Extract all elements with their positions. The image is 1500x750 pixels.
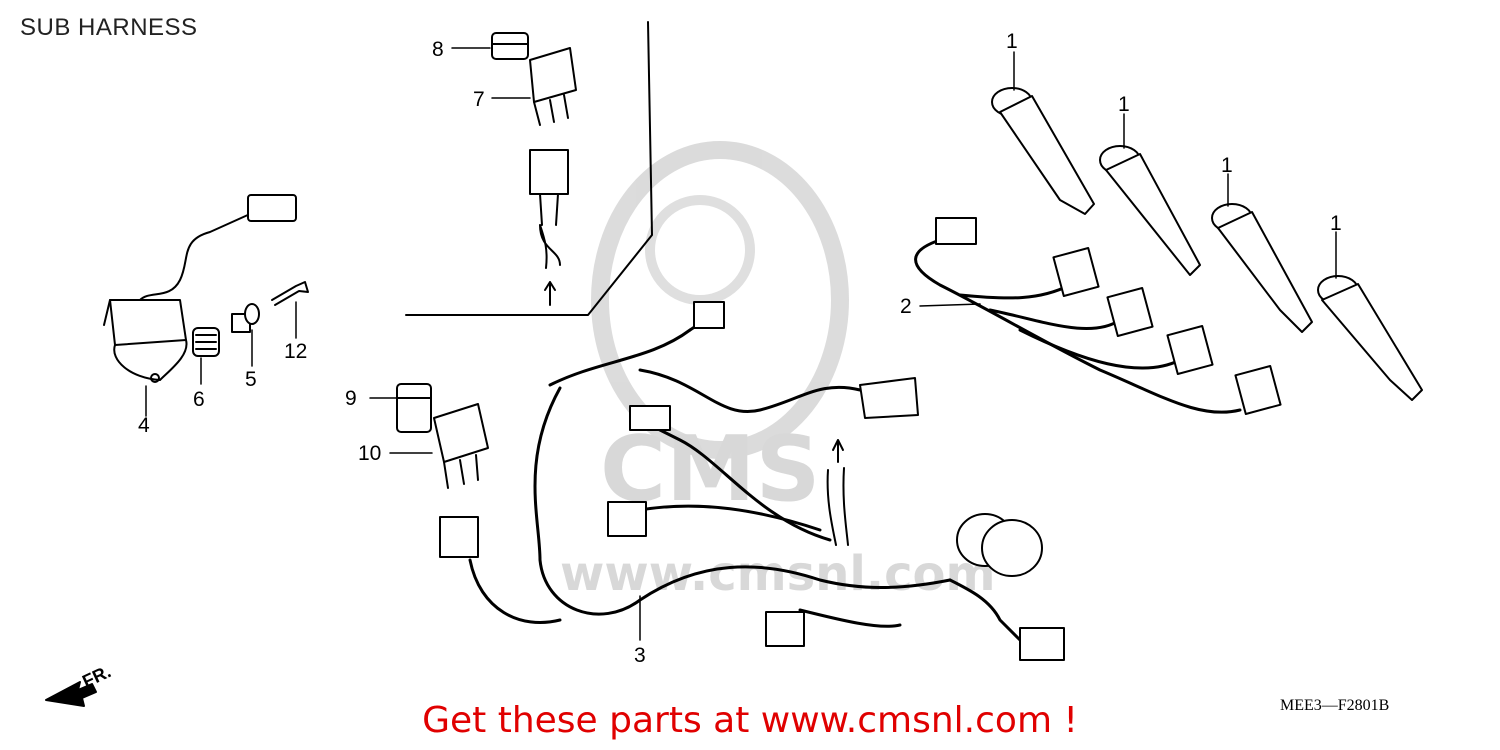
relay-part-10	[433, 403, 489, 489]
collar-part-5	[231, 303, 260, 333]
callout-10: 10	[358, 442, 381, 465]
callout-8: 8	[432, 38, 444, 61]
callout-6: 6	[193, 388, 205, 411]
relay-part-7	[529, 47, 577, 126]
callout-12: 12	[284, 340, 307, 363]
divider-line	[405, 21, 653, 316]
ignition-coil-1c	[1211, 203, 1313, 333]
promo-link[interactable]: Get these parts at www.cmsnl.com !	[422, 700, 1078, 741]
page-title: SUB HARNESS	[20, 14, 198, 41]
callout-1a: 1	[1006, 30, 1018, 53]
ignition-harness-part-2	[914, 217, 1282, 415]
callout-1b: 1	[1118, 93, 1130, 116]
watermark-url: www.cmsnl.com	[560, 546, 996, 602]
callout-5: 5	[245, 368, 257, 391]
ignition-coil-1d	[1317, 275, 1423, 401]
callout-9: 9	[345, 387, 357, 410]
relay-connector-plug	[529, 149, 569, 306]
callout-1d: 1	[1330, 212, 1342, 235]
callout-3: 3	[634, 644, 646, 667]
leader-lines	[145, 47, 1337, 641]
ignition-coil-1b	[1099, 145, 1201, 276]
callout-labels: 1 1 1 1 2 3 4 5 6 7 8 9 10 12	[138, 30, 1342, 667]
callout-7: 7	[473, 88, 485, 111]
wire-wrap-tube	[826, 439, 849, 546]
grommet-part-6	[192, 327, 220, 357]
callout-1c: 1	[1221, 154, 1233, 177]
diagram-reference-code: MEE3—F2801B	[1280, 697, 1390, 714]
callout-4: 4	[138, 414, 150, 437]
connector-cap-part-9	[396, 383, 432, 433]
sensor-part-4	[103, 194, 297, 383]
ignition-coil-1a	[991, 87, 1095, 215]
front-arrow-icon	[45, 681, 97, 707]
connector-cap-part-8	[491, 32, 529, 60]
callout-2: 2	[900, 295, 912, 318]
bolt-part-12	[271, 281, 309, 306]
